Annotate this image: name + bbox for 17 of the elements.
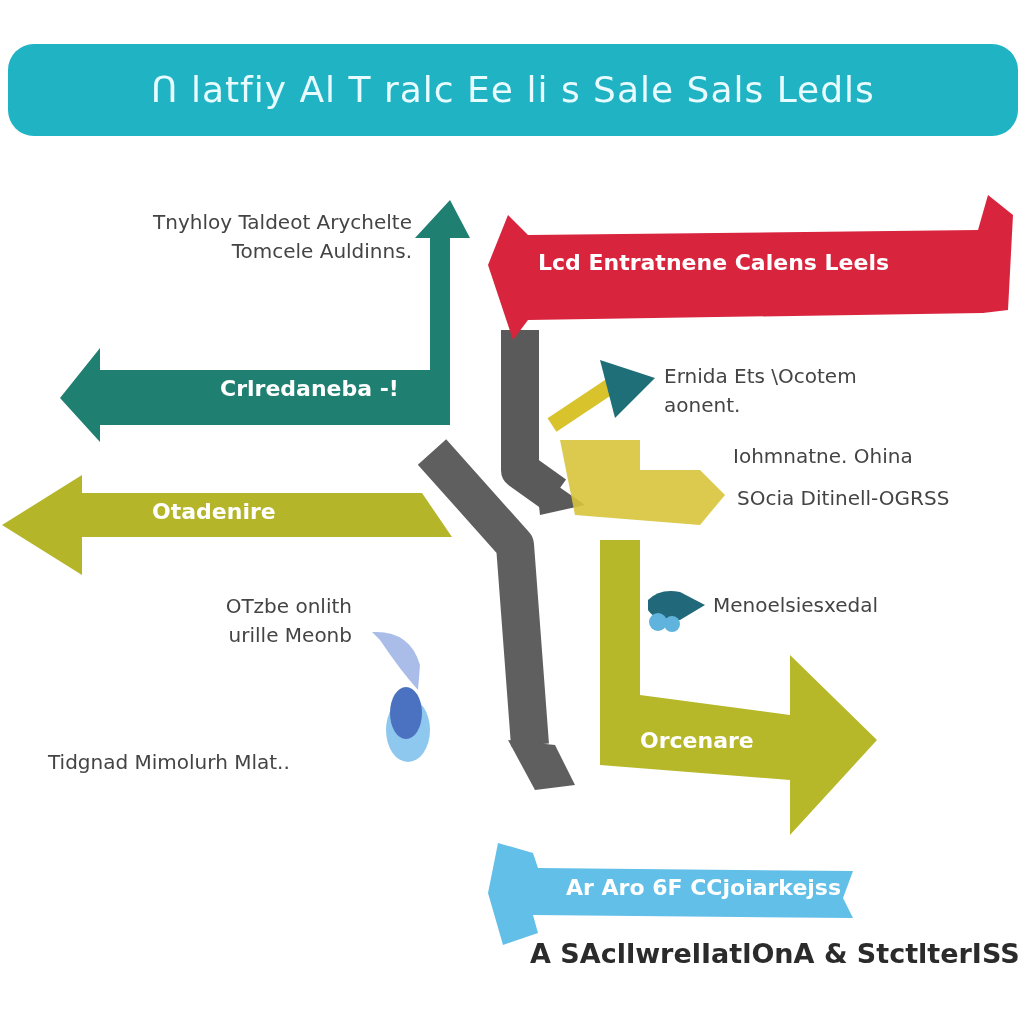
note-text: Ernida Ets \Ocotem aonent. bbox=[664, 363, 858, 419]
note-text: Tnyhloy Taldeot Arychelte Tomcele Auldinns. bbox=[152, 209, 412, 265]
note-text: Tidgnad Mimolurh Mlat.. bbox=[48, 749, 291, 776]
arrow-label: Lcd Entratnene Calens Leels bbox=[538, 250, 890, 277]
arrow-label: Orcenare bbox=[640, 728, 754, 755]
arrow-banner bbox=[2, 475, 452, 575]
note-text: Menoelsiesxedal bbox=[713, 592, 880, 619]
arrow-label: Crlredaneba -! bbox=[220, 376, 399, 403]
arrow-label: Ar Aro 6F CCjoiarkejss bbox=[566, 875, 842, 902]
note-text: OTzbe onlith urille Meonb bbox=[224, 593, 352, 649]
arrow-banner bbox=[488, 843, 856, 945]
note-text: SOcia Ditinell-OGRSS bbox=[737, 485, 951, 512]
title-banner: Ո latfiy Al T ralc Ee li s Sale Sals Ledls bbox=[8, 44, 1018, 136]
caption: A SAcllwrelIatlOnA & StctlterISS bbox=[530, 938, 1020, 969]
arrow-label: Otadenire bbox=[152, 499, 276, 526]
arrow-banner bbox=[60, 198, 470, 443]
note-text: Iohmnatne. Ohina bbox=[733, 443, 914, 470]
